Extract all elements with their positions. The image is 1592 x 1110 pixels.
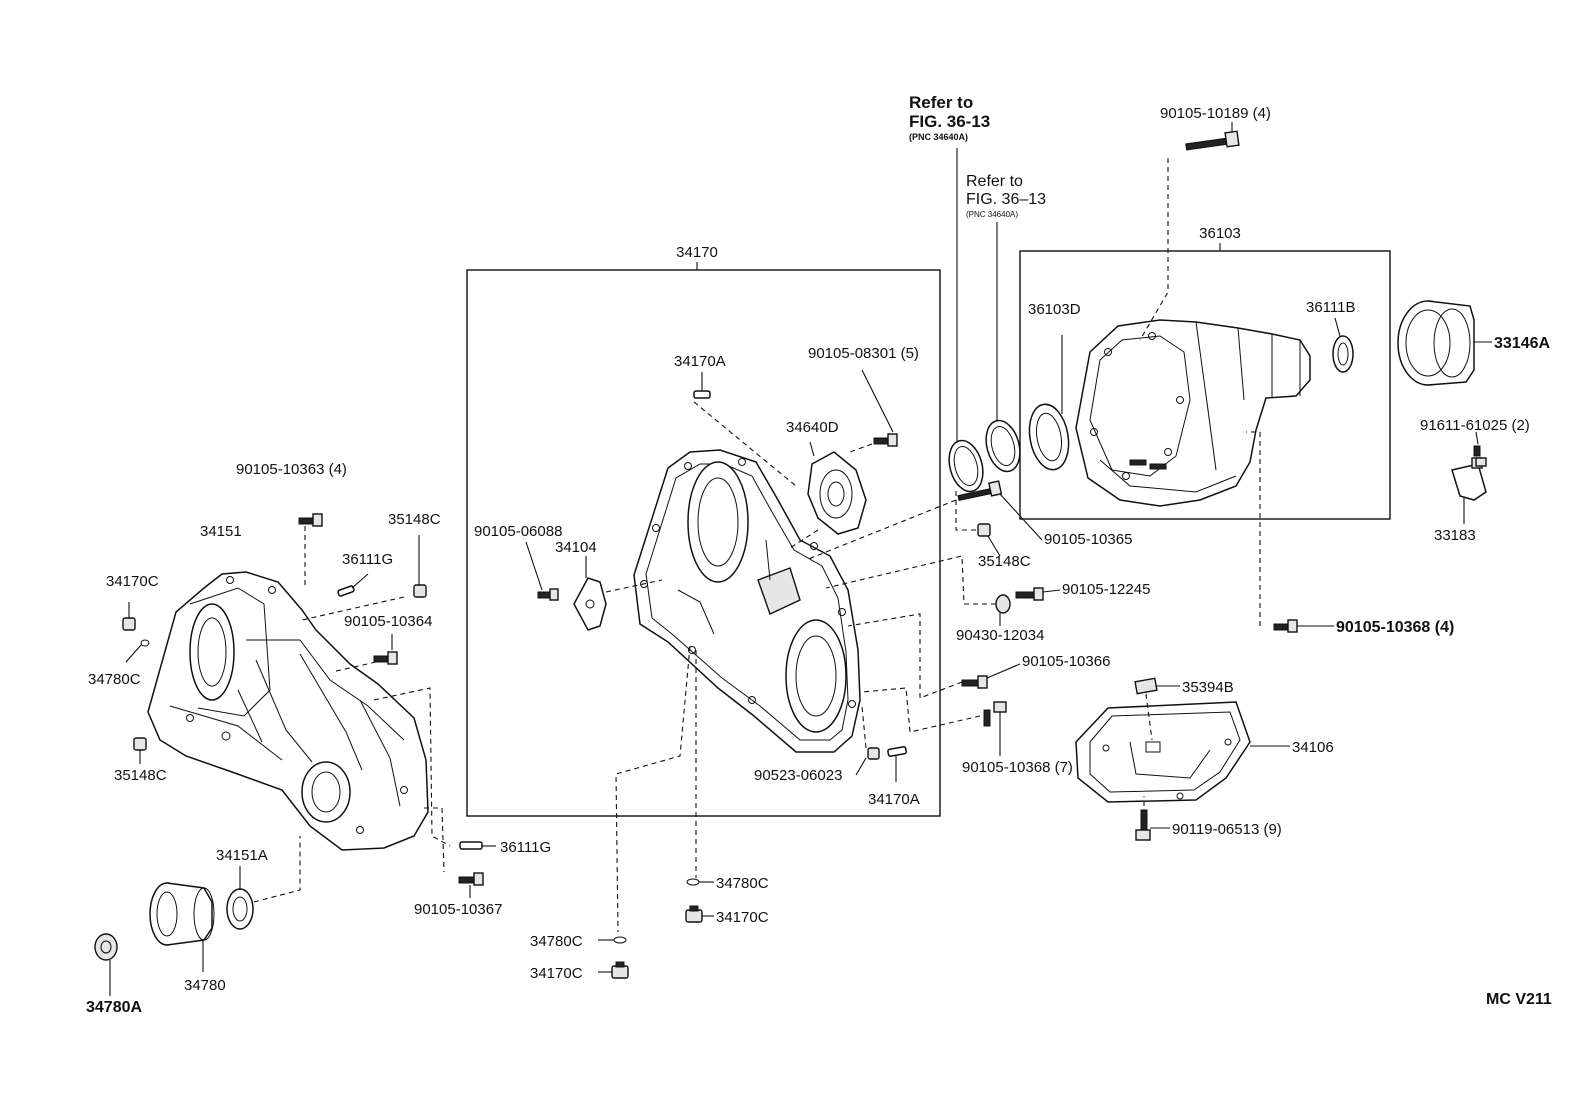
housing-36103 [1075, 319, 1311, 507]
plug-35148C-mid [977, 523, 991, 537]
label-36111B: 36111B [1306, 299, 1356, 316]
label-90105-10363: 90105-10363 (4) [236, 461, 347, 478]
bolt-90105-10363 [298, 513, 323, 527]
label-34780C-mid: 34780C [716, 875, 769, 892]
label-90105-10367: 90105-10367 [414, 901, 502, 918]
seal-34151A [226, 888, 254, 930]
bolt-90105-10189 [1185, 130, 1240, 151]
label-34170A-bot: 34170A [868, 791, 920, 808]
assembly-box-36103 [1019, 250, 1391, 520]
bolt-90105-08301 [873, 433, 898, 447]
bolt-90105-12245 [1015, 587, 1044, 601]
extension-34780 [149, 882, 215, 946]
bolt-90105-10368-4 [1273, 619, 1298, 633]
label-90105-08301: 90105-08301 (5) [808, 345, 919, 362]
ref2-line2: FIG. 36–13 [966, 191, 1046, 208]
bolt-90105-10365 [957, 480, 1003, 502]
label-34151: 34151 [200, 523, 242, 540]
label-33146A: 33146A [1494, 335, 1550, 352]
label-36103D: 36103D [1028, 301, 1081, 318]
label-90430-12034: 90430-12034 [956, 627, 1044, 644]
seal-36111B [1332, 335, 1354, 373]
ref1-line2: FIG. 36-13 [909, 112, 990, 131]
plug-35148C-left [133, 737, 147, 751]
label-90105-10189: 90105-10189 (4) [1160, 105, 1271, 122]
oil-pan-34106 [1075, 701, 1251, 803]
plug-34170C-low [611, 961, 629, 979]
front-case-34151 [147, 571, 429, 851]
label-34780C-left: 34780C [88, 671, 141, 688]
ref1-line1: Refer to [909, 93, 973, 112]
plug-34170C-left [122, 617, 136, 631]
label-90105-10365: 90105-10365 [1044, 531, 1132, 548]
center-case-34170 [633, 449, 861, 753]
plug-90523-06023 [867, 747, 880, 760]
label-90105-10366: 90105-10366 [1022, 653, 1110, 670]
oring-34780C-low [613, 936, 627, 944]
label-34106: 34106 [1292, 739, 1334, 756]
figure-code: MC V211 [1486, 991, 1552, 1008]
dust-cover-33146A [1397, 300, 1475, 386]
label-90105-10368-7: 90105-10368 (7) [962, 759, 1073, 776]
label-34151A: 34151A [216, 847, 268, 864]
bolt-90119-06513 [1135, 809, 1151, 841]
pin-36111G-bot [459, 841, 483, 850]
label-34170: 34170 [676, 244, 718, 261]
magnet-35394B [1134, 677, 1158, 695]
label-35394B: 35394B [1182, 679, 1234, 696]
bolt-90105-10368-7 [983, 701, 1007, 727]
label-36111G-bot: 36111G [500, 839, 551, 856]
label-34780A: 34780A [86, 999, 142, 1016]
assembly-box-34170 [466, 269, 941, 817]
ring-34640A-a [948, 439, 984, 493]
label-34170C-low: 34170C [530, 965, 583, 982]
label-35148C-mid: 35148C [978, 553, 1031, 570]
plug-35148C-top [413, 584, 427, 598]
nut-34780A [94, 933, 118, 961]
seal-36103D [1028, 403, 1070, 471]
pin-34170A-top [693, 390, 711, 399]
label-35148C-left: 35148C [114, 767, 167, 784]
pin-36111G-top [337, 585, 355, 597]
plug-34170C-mid [685, 905, 703, 923]
pin-34170A-bot [887, 746, 907, 757]
ref2-line1: Refer to [966, 173, 1023, 190]
ref1-line3: (PNC 34640A) [909, 132, 968, 142]
plate-34104 [573, 577, 607, 631]
label-36103: 36103 [1199, 225, 1241, 242]
ref2-line3: (PNC 34640A) [966, 210, 1018, 219]
label-34170C-mid: 34170C [716, 909, 769, 926]
label-34780C-low: 34780C [530, 933, 583, 950]
label-34640D: 34640D [786, 419, 839, 436]
label-90105-06088: 90105-06088 [474, 523, 562, 540]
label-34170C-left: 34170C [106, 573, 159, 590]
label-90105-12245: 90105-12245 [1062, 581, 1150, 598]
bolt-91611-61025 [1473, 445, 1487, 467]
oring-34780C-left [140, 639, 150, 647]
label-91611-61025: 91611-61025 (2) [1420, 417, 1530, 434]
label-34780: 34780 [184, 977, 226, 994]
label-33183: 33183 [1434, 527, 1476, 544]
label-90105-10364: 90105-10364 [344, 613, 432, 630]
oring-34780C-mid [686, 878, 700, 886]
bolt-90105-10367 [458, 872, 484, 886]
label-90523-06023: 90523-06023 [754, 767, 842, 784]
cover-34640D [807, 451, 867, 535]
washer-90430-12034 [995, 594, 1011, 614]
label-90105-10368-4: 90105-10368 (4) [1336, 619, 1454, 636]
label-35148C-top: 35148C [388, 511, 441, 528]
bolt-90105-06088 [537, 588, 559, 601]
label-36111G-top: 36111G [342, 551, 393, 568]
bolt-90105-10364 [373, 651, 398, 665]
label-34170A-top: 34170A [674, 353, 726, 370]
bolt-90105-10366 [961, 675, 988, 689]
ring-34640A-b [985, 419, 1021, 473]
label-90119-06513: 90119-06513 (9) [1172, 821, 1282, 838]
label-34104: 34104 [555, 539, 597, 556]
